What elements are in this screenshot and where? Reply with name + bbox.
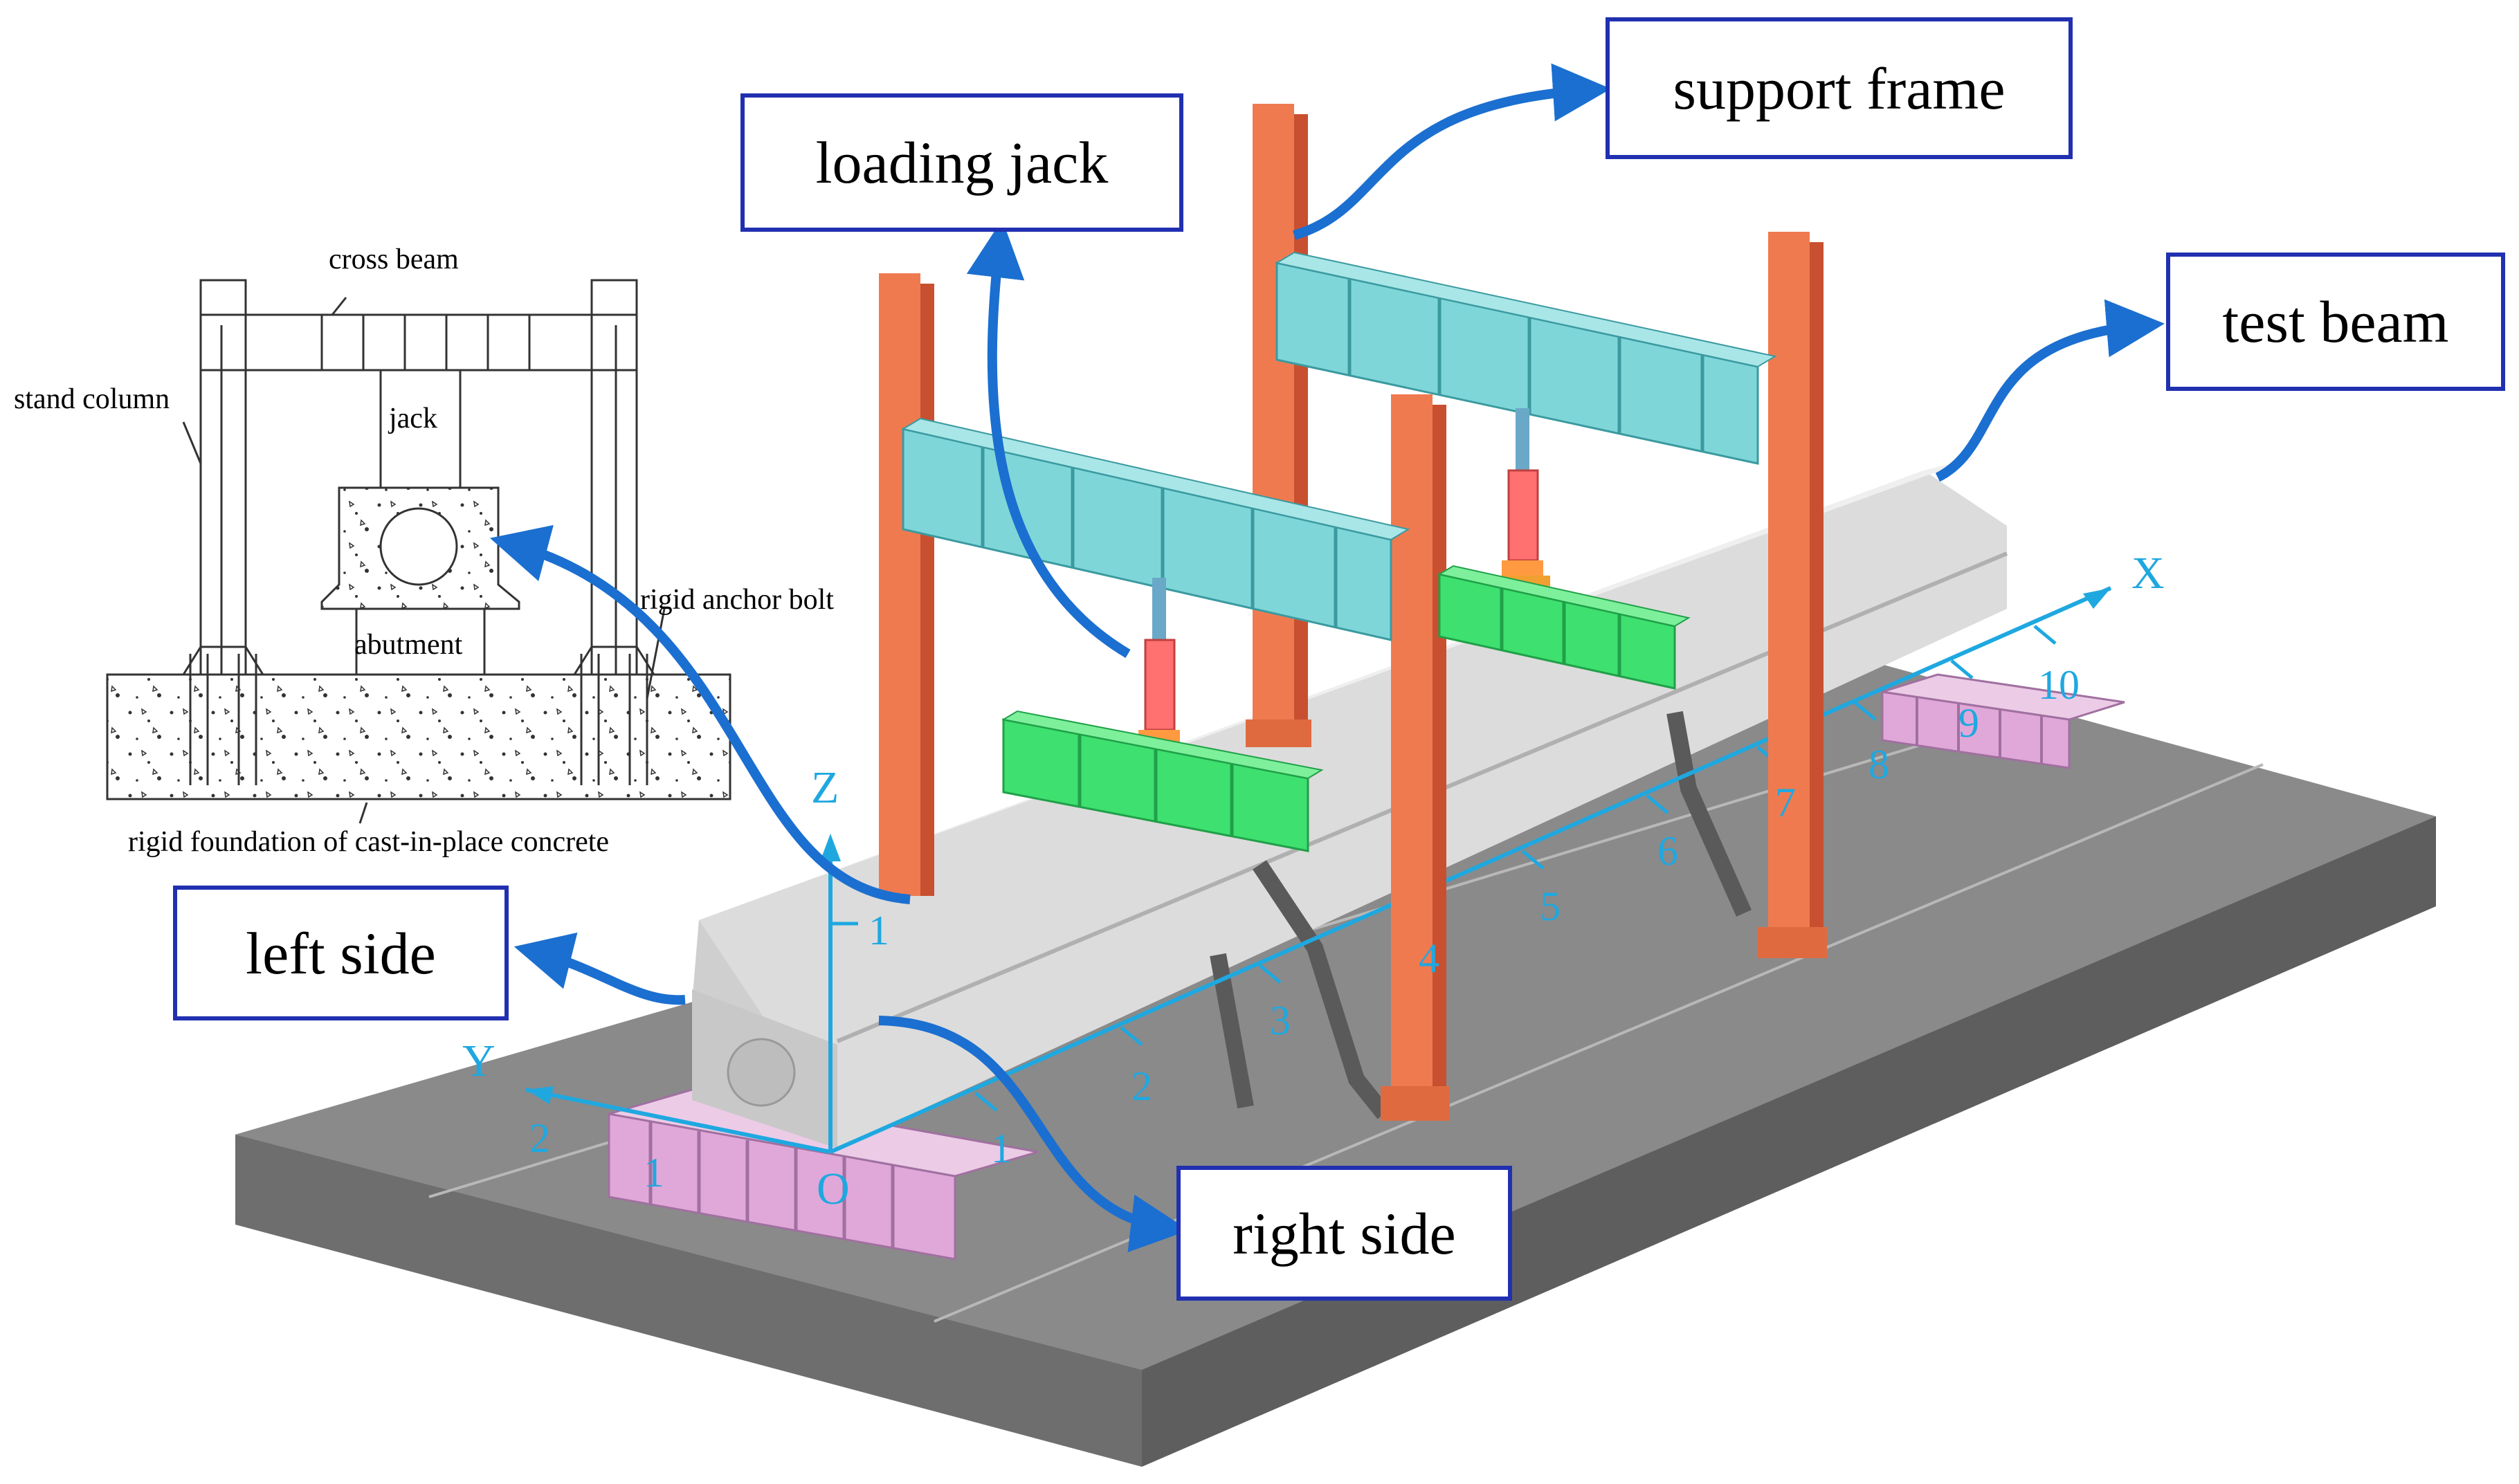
spreader-beam-back xyxy=(1437,565,1691,690)
z-axis-label: Z xyxy=(811,762,839,813)
test-beam-callout: test beam xyxy=(2166,253,2505,391)
x-tick-labels: 1 2 3 4 5 6 7 8 9 10 xyxy=(991,662,2080,1171)
right-side-arrow xyxy=(878,1016,1189,1253)
x-axis xyxy=(829,586,2112,1154)
x-axis-label: X xyxy=(2131,548,2165,598)
inset-anchor-bolt-label: rigid anchor bolt xyxy=(640,584,834,616)
x-tick-2: 2 xyxy=(1131,1063,1152,1109)
inset-cross-section xyxy=(106,279,731,824)
y-tick-2: 2 xyxy=(529,1115,550,1161)
test-beam-arrow xyxy=(1935,299,2165,482)
x-tick-7: 7 xyxy=(1775,780,1796,825)
y-axis xyxy=(525,1086,831,1154)
column-back-right xyxy=(1758,232,1827,958)
x-tick-10: 10 xyxy=(2038,662,2080,708)
left-side-callout: left side xyxy=(173,886,509,1020)
z-axis xyxy=(820,834,841,1152)
inset-arrow xyxy=(489,524,911,904)
inset-jack-label: jack xyxy=(388,403,437,434)
origin-label: O xyxy=(817,1164,850,1214)
loading-jack-arrow xyxy=(966,219,1131,659)
x-tick-3: 3 xyxy=(1270,998,1291,1043)
inset-foundation-label: rigid foundation of cast-in-place concre… xyxy=(128,826,609,858)
callout-arrows xyxy=(489,63,2165,1253)
x-tick-9: 9 xyxy=(1958,700,1979,746)
jack-back xyxy=(1495,408,1550,589)
z-tick-1: 1 xyxy=(869,908,889,953)
inset-abutment-label: abutment xyxy=(354,629,463,661)
test-beam-body xyxy=(692,457,2008,1148)
inset-labels: cross beam stand column jack abutment ri… xyxy=(14,244,834,858)
x-tick-4: 4 xyxy=(1419,935,1439,981)
cross-girder-front xyxy=(901,417,1410,641)
z-tick-labels: 1 xyxy=(830,908,889,953)
y-tick-labels: 1 2 xyxy=(529,1115,664,1196)
y-tick-1: 1 xyxy=(644,1150,664,1196)
support-block-back xyxy=(1881,673,2125,769)
x-tick-6: 6 xyxy=(1657,828,1678,874)
x-tick-5: 5 xyxy=(1540,883,1561,929)
beam-void-icon xyxy=(727,1038,796,1107)
right-side-callout: right side xyxy=(1176,1166,1512,1301)
left-side-arrow xyxy=(513,932,686,1005)
inset-cross-beam-label: cross beam xyxy=(329,244,459,275)
column-front-right xyxy=(1381,394,1450,1121)
x-tick-8: 8 xyxy=(1868,742,1889,787)
jack-front xyxy=(1131,578,1187,759)
column-front-right-overlay xyxy=(1391,394,1433,477)
y-axis-label: Y xyxy=(462,1036,495,1086)
column-back-left xyxy=(1246,104,1311,747)
inset-stand-column-label: stand column xyxy=(14,383,170,415)
support-frame-arrow xyxy=(1293,63,1611,240)
spreader-beam-front xyxy=(1001,710,1324,852)
loading-jack-callout: loading jack xyxy=(740,93,1183,232)
cross-girder-back xyxy=(1275,251,1777,465)
axis-labels: X Y Z O xyxy=(462,548,2165,1214)
support-frame-callout: support frame xyxy=(1606,17,2073,159)
x-tick-1: 1 xyxy=(991,1126,1012,1171)
column-front-left xyxy=(879,273,934,896)
